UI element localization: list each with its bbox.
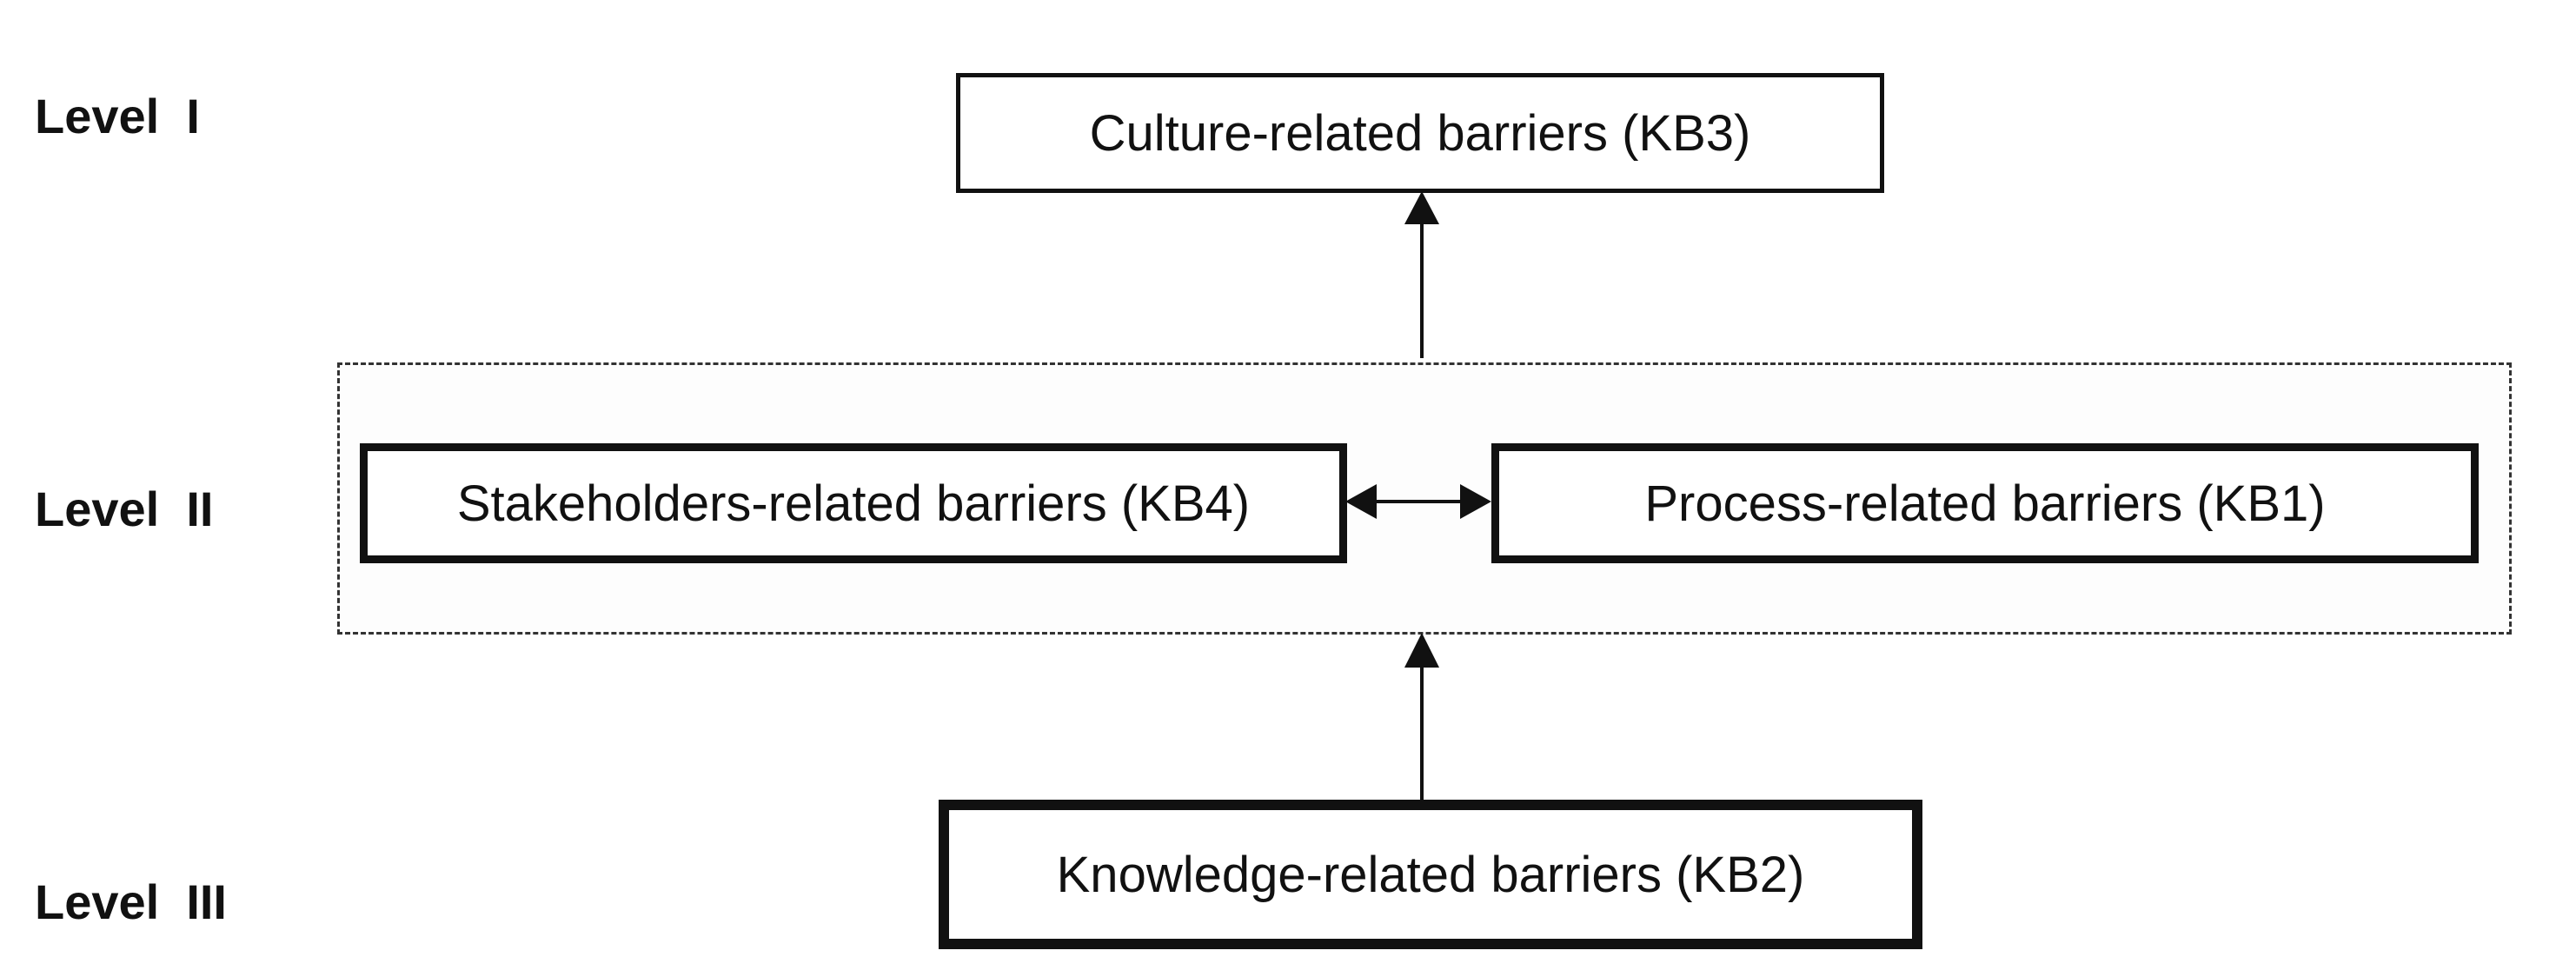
arrowhead-level2-bottom	[1404, 633, 1439, 668]
arrowhead-kb3-bottom	[1404, 191, 1439, 224]
node-kb2: Knowledge-related barriers (KB2)	[939, 800, 1922, 949]
level-1-label: Level I	[35, 89, 200, 143]
arrowhead-kb1-side	[1460, 484, 1491, 519]
node-kb1: Process-related barriers (KB1)	[1491, 443, 2479, 563]
node-kb4: Stakeholders-related barriers (KB4)	[360, 443, 1347, 563]
node-kb3: Culture-related barriers (KB3)	[956, 73, 1884, 193]
level-3-label: Level III	[35, 874, 227, 929]
arrowhead-kb4-side	[1345, 484, 1377, 519]
level-2-label: Level II	[35, 482, 214, 536]
